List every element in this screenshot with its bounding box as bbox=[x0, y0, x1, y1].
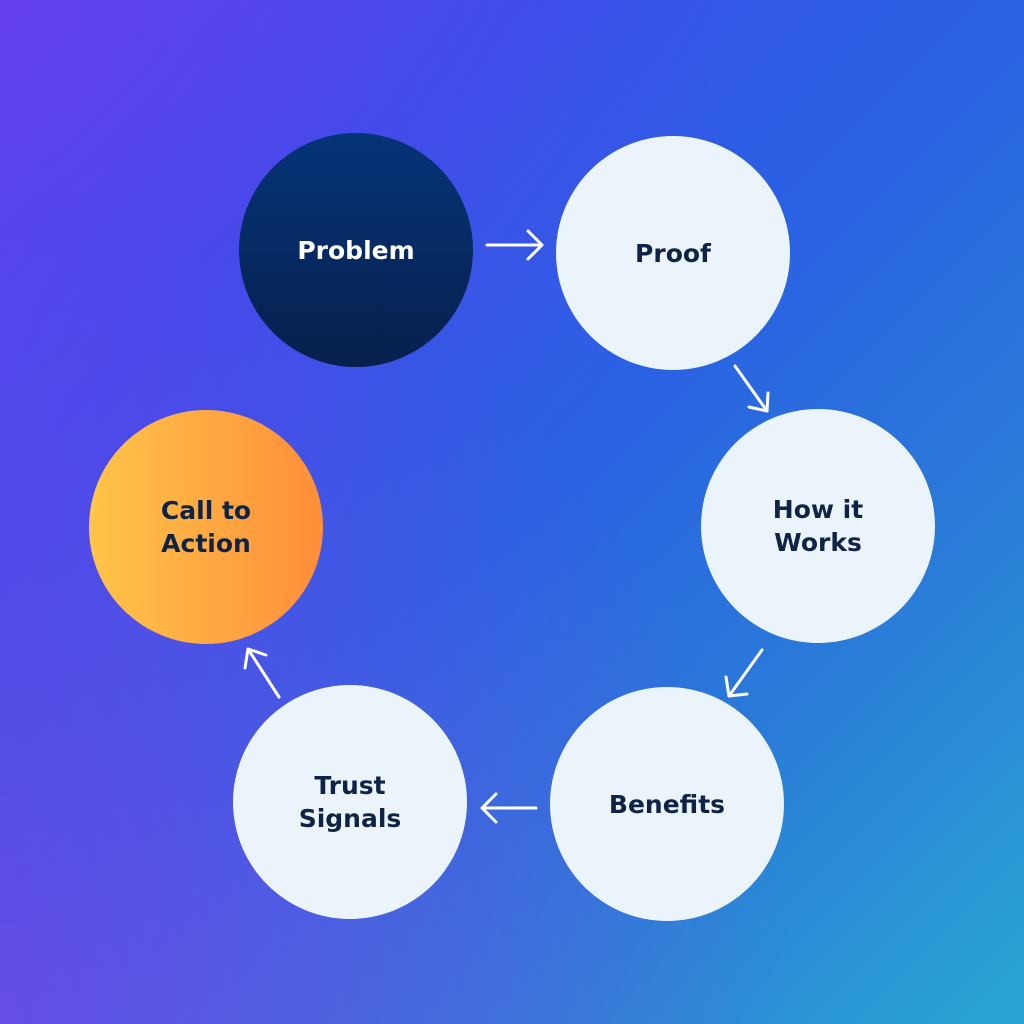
step-problem: Problem bbox=[239, 133, 473, 367]
step-benefits: Benefits bbox=[550, 687, 784, 921]
step-trust-signals-label: Trust Signals bbox=[298, 771, 402, 833]
step-call-to-action: Call to Action bbox=[89, 410, 323, 644]
step-call-to-action-label: Call to Action bbox=[160, 496, 252, 558]
step-benefits-label: Benefits bbox=[608, 789, 726, 819]
step-trust-signals: Trust Signals bbox=[233, 685, 467, 919]
step-proof-label: Proof bbox=[635, 238, 711, 268]
step-how-it-works-label: How it Works bbox=[772, 495, 864, 557]
step-proof: Proof bbox=[556, 136, 790, 370]
step-how-it-works: How it Works bbox=[701, 409, 935, 643]
step-problem-label: Problem bbox=[297, 235, 415, 265]
